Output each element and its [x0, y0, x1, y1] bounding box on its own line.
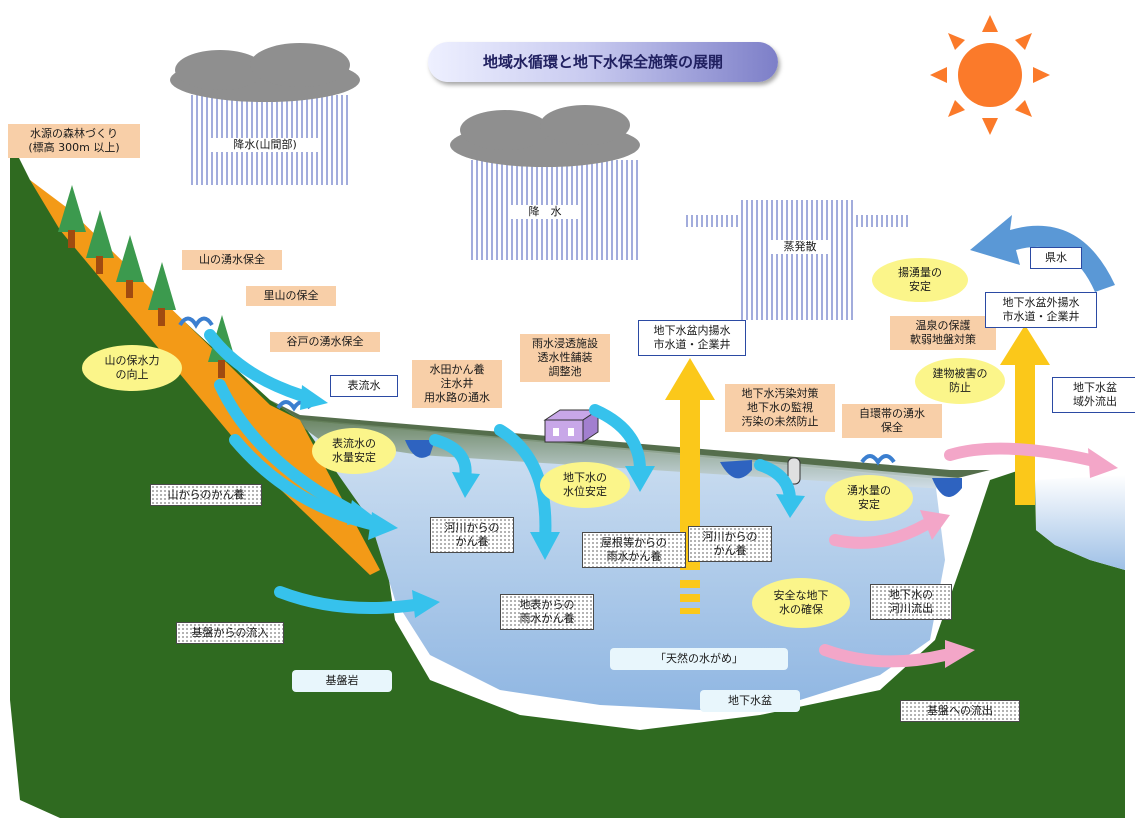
paddy-label: 水田かん養 注水井 用水路の通水: [412, 360, 502, 408]
satoyama-label: 里山の保全: [246, 286, 336, 306]
right-hill-groundwater: [1036, 475, 1125, 570]
rain-facility-label: 雨水浸透施設 透水性舗装 調整池: [520, 334, 610, 382]
mountain-retention-oval: 山の保水力 の向上: [82, 345, 182, 391]
prefectural-water-label: 県水: [1030, 247, 1082, 269]
slope-inflow-arrow: [229, 434, 381, 531]
pumping-stable-oval: 揚湧量の 安定: [872, 258, 968, 302]
tree-icon: [148, 262, 176, 326]
cloud-icon: [170, 43, 360, 185]
forest-label: 水源の森林づくり (標高 300m 以上): [8, 124, 140, 158]
river-pocket: [720, 460, 752, 479]
rain-label: 降 水: [510, 205, 580, 219]
spring-mountain-label: 山の湧水保全: [182, 250, 282, 270]
from-bedrock-label: 基盤からの流入: [176, 622, 284, 644]
from-river-left-label: 河川からの かん養: [430, 517, 514, 553]
bedrock-label: 基盤岩: [292, 670, 392, 692]
pink-arrowheads: [920, 448, 1118, 668]
gw-level-oval: 地下水の 水位安定: [540, 462, 630, 508]
natural-pond-label: 「天然の水がめ」: [610, 648, 788, 670]
cloud-icon: [450, 105, 640, 260]
land-surface: [270, 400, 990, 480]
surface-water-label: 表流水: [330, 375, 398, 397]
river-outflow-label: 地下水の 河川流出: [870, 584, 952, 620]
pink-arrows: [819, 442, 1096, 668]
yato-spring-label: 谷戸の湧水保全: [270, 332, 380, 352]
bird-icon: [860, 454, 896, 466]
safe-gw-oval: 安全な地下 水の確保: [752, 578, 850, 628]
mountain-ground: [10, 140, 1125, 818]
from-roof-label: 屋根等からの 雨水かん養: [582, 532, 686, 568]
bird-icon: [178, 316, 214, 329]
pumping-arrow-extra: [1000, 325, 1050, 505]
to-bedrock-label: 基盤への流出: [900, 700, 1020, 722]
from-mountain-label: 山からのかん養: [150, 484, 262, 506]
house-icon: [543, 409, 600, 443]
building-damage-oval: 建物被害の 防止: [915, 358, 1005, 404]
sun-icon: [930, 15, 1050, 135]
river-pocket: [932, 478, 962, 497]
from-river-right-label: 河川からの かん養: [688, 526, 772, 562]
pollution-label: 地下水汚染対策 地下水の監視 汚染の未然防止: [725, 384, 835, 432]
surface-stable-oval: 表流水の 水量安定: [312, 428, 396, 474]
basin-label: 地下水盆: [700, 690, 800, 712]
extra-pumping-label: 地下水盆外揚水 市水道・企業井: [985, 292, 1097, 328]
mountain-rain-label: 降水(山間部): [210, 138, 320, 152]
evaporation-label: 蒸発散: [770, 240, 830, 254]
evaporation-area: [685, 200, 910, 320]
river-pocket: [405, 440, 435, 458]
outflow-basin-label: 地下水盆 域外流出: [1052, 377, 1135, 413]
well-icon: [787, 457, 801, 485]
tree-icon: [58, 185, 86, 248]
slope-inflow-arrowhead: [368, 512, 398, 540]
hot-spring-label: 温泉の保護 軟弱地盤対策: [890, 316, 996, 350]
page-title: 地域水循環と地下水保全施策の展開: [428, 42, 778, 82]
pumping-arrow-intra: [665, 358, 715, 614]
tree-icon: [116, 235, 144, 298]
spring-stable-oval: 湧水量の 安定: [825, 475, 913, 521]
prefectural-water-arrow: [970, 215, 1115, 292]
tree-icon: [86, 210, 114, 274]
spring-env-label: 自環帯の湧水 保全: [842, 404, 942, 438]
intra-pumping-label: 地下水盆内揚水 市水道・企業井: [638, 320, 746, 356]
from-surface-label: 地表からの 雨水かん養: [500, 594, 594, 630]
